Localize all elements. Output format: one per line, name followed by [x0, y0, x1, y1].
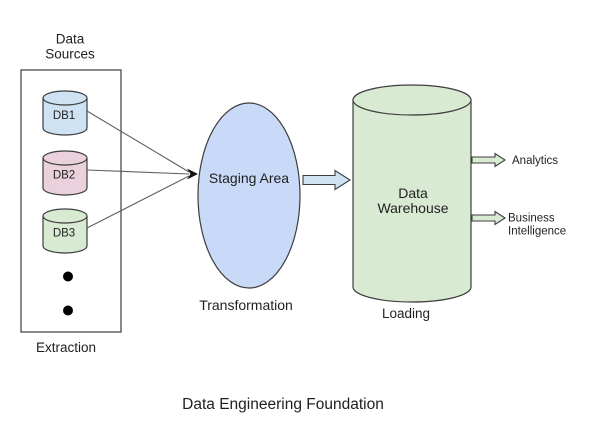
analytics-label: Analytics [512, 155, 558, 167]
staging-to-warehouse-arrow-icon [302, 169, 352, 191]
ellipsis-dot-2 [63, 305, 73, 316]
connector-arrowhead-icon [187, 168, 198, 180]
db3-label: DB3 [53, 228, 75, 240]
warehouse-cylinder-top [352, 84, 472, 116]
business-intelligence-label-line2: Intelligence [508, 226, 566, 238]
staging-ellipse [197, 102, 301, 289]
business-intelligence-label-line1: Business [508, 213, 555, 225]
diagram-title: Data Engineering Foundation [182, 396, 384, 413]
db1-cylinder-body [42, 98, 88, 136]
staging-area-label: Staging Area [209, 170, 289, 186]
data-sources-title-line2: Sources [45, 47, 95, 62]
transformation-label: Transformation [199, 297, 293, 313]
db2-cylinder-body [42, 158, 88, 196]
db3-cylinder-body [42, 216, 88, 254]
db3-cylinder: DB3 [42, 208, 88, 254]
db1-cylinder: DB1 [42, 90, 88, 136]
data-warehouse-group: Data Warehouse Loading [352, 84, 472, 321]
data-sources-box [20, 69, 122, 333]
db2-cylinder: DB2 [42, 150, 88, 196]
connector-line-db3-staging [86, 175, 190, 229]
ellipsis-dot-1 [63, 271, 73, 282]
db2-cylinder-top [42, 150, 88, 166]
db3-cylinder-top [42, 208, 88, 224]
warehouse-label-line2: Warehouse [377, 200, 448, 216]
db1-cylinder-top [42, 90, 88, 106]
warehouse-label-line1: Data [398, 185, 428, 201]
connector-line-db2-staging [86, 169, 190, 175]
staging-area-group: Staging Area Transformation [197, 102, 301, 313]
warehouse-cylinder-body [352, 100, 472, 303]
warehouse-to-analytics-arrow-icon [471, 152, 507, 168]
extraction-label: Extraction [36, 340, 96, 355]
connector-line-db1-staging [86, 110, 190, 173]
db2-label: DB2 [53, 170, 75, 182]
loading-label: Loading [382, 306, 430, 321]
data-sources-title-line1: Data [56, 32, 85, 47]
data-sources-group: Data Sources DB1 DB2 DB3 [20, 32, 122, 355]
db1-label: DB1 [53, 110, 75, 122]
outputs-group: Analytics Business Intelligence [471, 152, 566, 238]
warehouse-to-bi-arrow-icon [471, 210, 507, 226]
extraction-connectors [86, 110, 198, 229]
